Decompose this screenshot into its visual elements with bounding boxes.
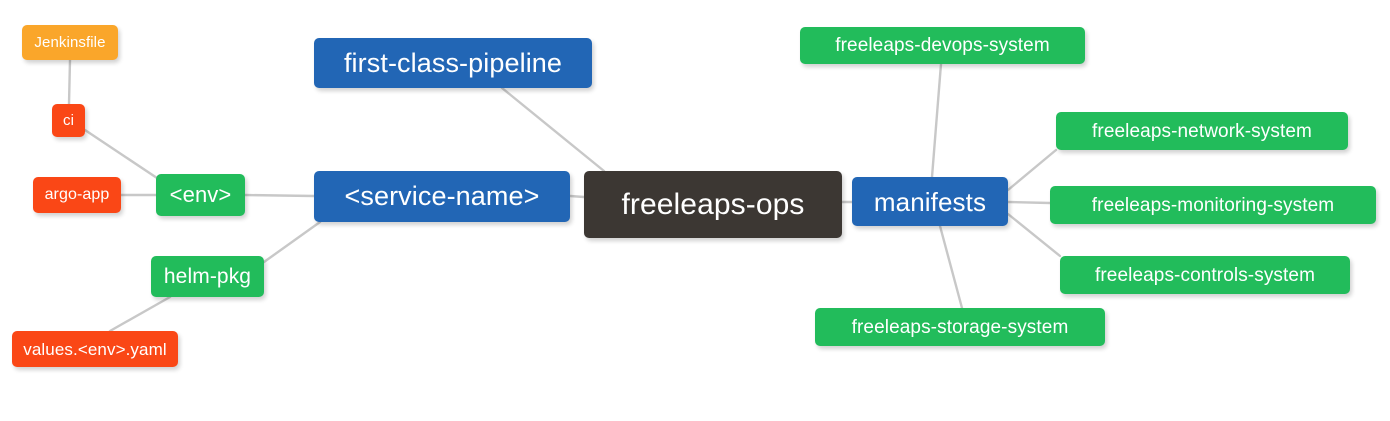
mindmap-node-label: freeleaps-monitoring-system: [1091, 194, 1335, 216]
mindmap-node-label: helm-pkg: [163, 265, 252, 288]
mindmap-node-first-class-pipeline[interactable]: first-class-pipeline: [314, 38, 592, 88]
mindmap-node-ci[interactable]: ci: [52, 104, 85, 137]
mindmap-node-label: freeleaps-network-system: [1092, 120, 1312, 142]
mindmap-node-label: freeleaps-controls-system: [1094, 264, 1316, 286]
edge-ci-to-env: [83, 128, 162, 182]
mindmap-node-label: ci: [62, 112, 75, 129]
mindmap-node-freeleaps-storage-system[interactable]: freeleaps-storage-system: [815, 308, 1105, 346]
mindmap-node-label: manifests: [873, 186, 987, 217]
mindmap-node-argo-app[interactable]: argo-app: [33, 177, 121, 213]
mindmap-node-freeleaps-controls-system[interactable]: freeleaps-controls-system: [1060, 256, 1350, 294]
mindmap-node-label: argo-app: [44, 186, 110, 203]
mindmap-node-label: first-class-pipeline: [343, 47, 563, 78]
mindmap-node-freeleaps-network-system[interactable]: freeleaps-network-system: [1056, 112, 1348, 150]
mindmap-node-label: freeleaps-storage-system: [851, 316, 1069, 338]
mindmap-node-label: values.<env>.yaml: [23, 339, 167, 359]
mindmap-node-values-yaml[interactable]: values.<env>.yaml: [12, 331, 178, 367]
edge-jenkinsfile-to-ci: [67, 58, 72, 106]
mindmap-node-env[interactable]: <env>: [156, 174, 245, 216]
mindmap-node-manifests[interactable]: manifests: [852, 177, 1008, 226]
mindmap-node-label: <service-name>: [344, 181, 540, 211]
edge-manifests-to-freeleaps-network-system: [1006, 148, 1058, 192]
mindmap-node-label: freeleaps-ops: [621, 187, 805, 221]
edge-first-class-pipeline-to-freeleaps-ops: [500, 86, 606, 173]
mindmap-node-service-name[interactable]: <service-name>: [314, 171, 570, 222]
mindmap-node-label: freeleaps-devops-system: [835, 35, 1050, 56]
mindmap-node-freeleaps-monitoring-system[interactable]: freeleaps-monitoring-system: [1050, 186, 1376, 224]
mindmap-node-label: Jenkinsfile: [34, 34, 106, 51]
mindmap-node-freeleaps-devops-system[interactable]: freeleaps-devops-system: [800, 27, 1085, 64]
mindmap-node-freeleaps-ops[interactable]: freeleaps-ops: [584, 171, 842, 238]
edge-env-to-service-name: [243, 193, 316, 198]
mindmap-node-jenkinsfile[interactable]: Jenkinsfile: [22, 25, 118, 60]
edge-service-name-to-freeleaps-ops: [568, 194, 586, 199]
edge-service-name-to-helm-pkg: [262, 220, 322, 264]
edge-helm-pkg-to-values-yaml: [108, 295, 172, 333]
mindmap-node-helm-pkg[interactable]: helm-pkg: [151, 256, 264, 297]
edge-manifests-to-freeleaps-storage-system: [938, 224, 964, 310]
edge-manifests-to-freeleaps-devops-system: [930, 62, 943, 179]
edge-manifests-to-freeleaps-monitoring-system: [1006, 200, 1052, 205]
mindmap-node-label: <env>: [169, 182, 232, 207]
